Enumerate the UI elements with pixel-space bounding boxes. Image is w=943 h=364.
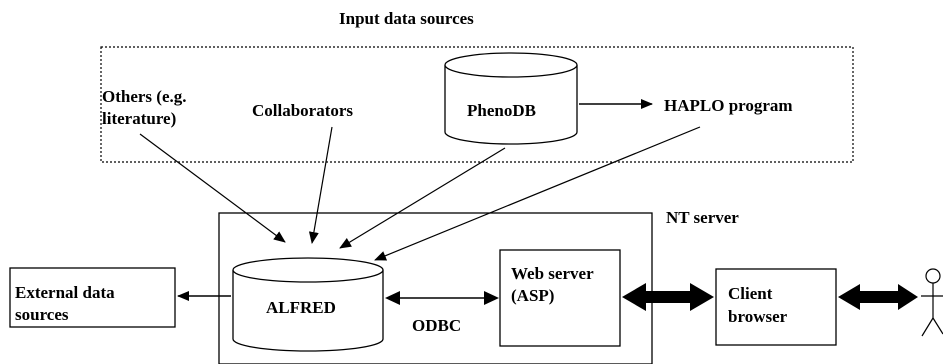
external-sources-box bbox=[9, 267, 176, 328]
arrow-phenodb-to-alfred bbox=[339, 147, 506, 249]
input-sources-box bbox=[100, 46, 854, 163]
nt-server-box bbox=[218, 212, 653, 364]
arrow-others-to-alfred bbox=[139, 133, 286, 243]
diagram-title: Input data sources bbox=[339, 9, 474, 28]
client-browser-box bbox=[715, 268, 837, 346]
others-label-line1: Others (e.g. bbox=[102, 87, 187, 106]
haplo-program-label: HAPLO program bbox=[664, 96, 793, 115]
client-browser-line1: Client bbox=[728, 284, 773, 303]
arrow-collaborators-to-alfred bbox=[308, 126, 333, 244]
alfred-cylinder bbox=[232, 257, 384, 352]
alfred-label: ALFRED bbox=[266, 298, 336, 317]
web-server-box bbox=[499, 249, 621, 347]
external-sources-line1: External data bbox=[15, 283, 115, 302]
arrow-haplo-to-alfred bbox=[374, 126, 701, 261]
nt-server-label: NT server bbox=[666, 208, 739, 227]
odbc-label: ODBC bbox=[412, 316, 462, 335]
collaborators-label: Collaborators bbox=[252, 101, 354, 120]
web-server-line2: (ASP) bbox=[511, 286, 555, 305]
web-client-connector bbox=[622, 283, 714, 311]
others-label-line2: literature) bbox=[102, 109, 177, 128]
client-user-connector bbox=[838, 284, 918, 310]
phenodb-label: PhenoDB bbox=[467, 101, 536, 120]
client-browser-line2: browser bbox=[728, 307, 788, 326]
web-server-line1: Web server bbox=[511, 264, 594, 283]
phenodb-cylinder bbox=[444, 52, 578, 145]
external-sources-line2: sources bbox=[15, 305, 69, 324]
user-figure-icon bbox=[921, 268, 943, 337]
odbc-connector bbox=[385, 291, 499, 305]
